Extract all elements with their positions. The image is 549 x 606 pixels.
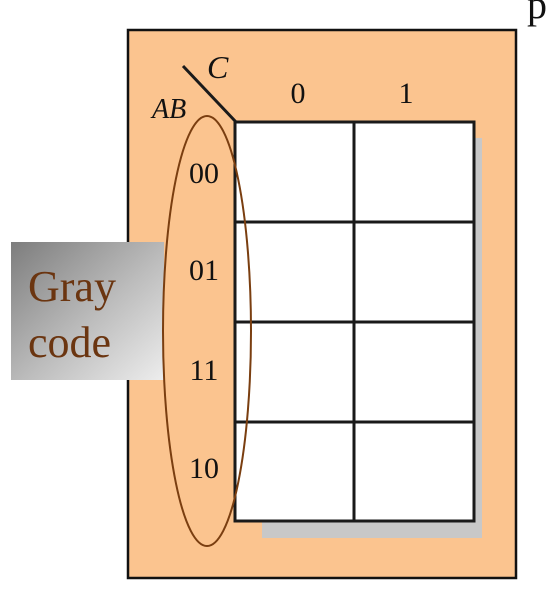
row-label-00: 00: [189, 157, 219, 190]
row-variable-label: AB: [150, 94, 186, 125]
column-variable-label: C: [207, 49, 229, 85]
row-label-10: 10: [189, 452, 219, 485]
row-label-01: 01: [189, 254, 219, 287]
row-label-11: 11: [190, 354, 219, 387]
gray-code-callout: [11, 242, 164, 380]
callout-line-2: code: [28, 318, 111, 367]
column-label-0: 0: [291, 77, 306, 110]
callout-line-1: Gray: [28, 262, 116, 311]
corner-glyph: p: [527, 0, 547, 27]
variable-diagonal: [181, 64, 238, 124]
column-label-1: 1: [399, 77, 414, 110]
row-label-ellipse: [162, 115, 252, 547]
